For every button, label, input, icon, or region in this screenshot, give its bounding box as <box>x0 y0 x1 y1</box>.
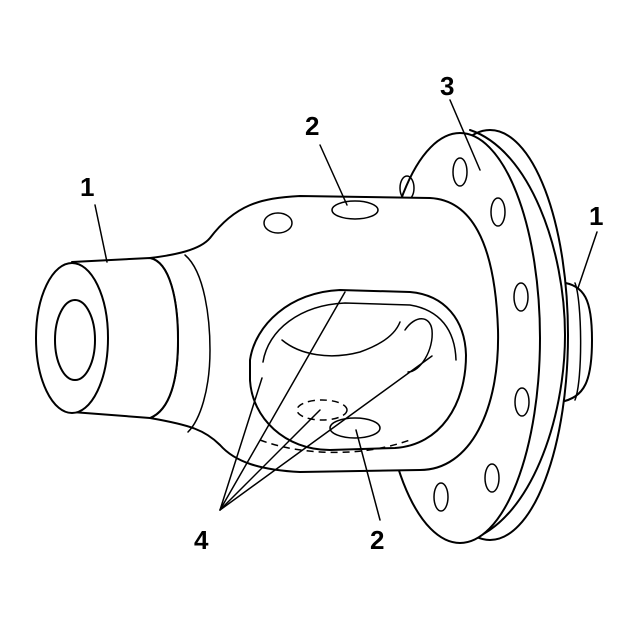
callout-1-right-hub: 1 <box>589 201 603 231</box>
callout-3-flange: 3 <box>440 71 454 101</box>
callout-2-bottom-hole: 2 <box>370 525 384 555</box>
left-bearing-hub <box>35 257 179 419</box>
leader-lines <box>94 99 598 521</box>
callout-labels: 1 1 2 2 3 4 <box>80 71 603 555</box>
case-body <box>149 195 500 473</box>
flange-bolt-holes <box>399 157 530 512</box>
callout-2-top-hole: 2 <box>305 111 319 141</box>
pinion-shaft-hole-top <box>331 200 379 220</box>
side-lube-hole <box>263 212 293 234</box>
callout-1-left-hub: 1 <box>80 172 94 202</box>
callout-4-window-surfaces: 4 <box>194 525 209 555</box>
